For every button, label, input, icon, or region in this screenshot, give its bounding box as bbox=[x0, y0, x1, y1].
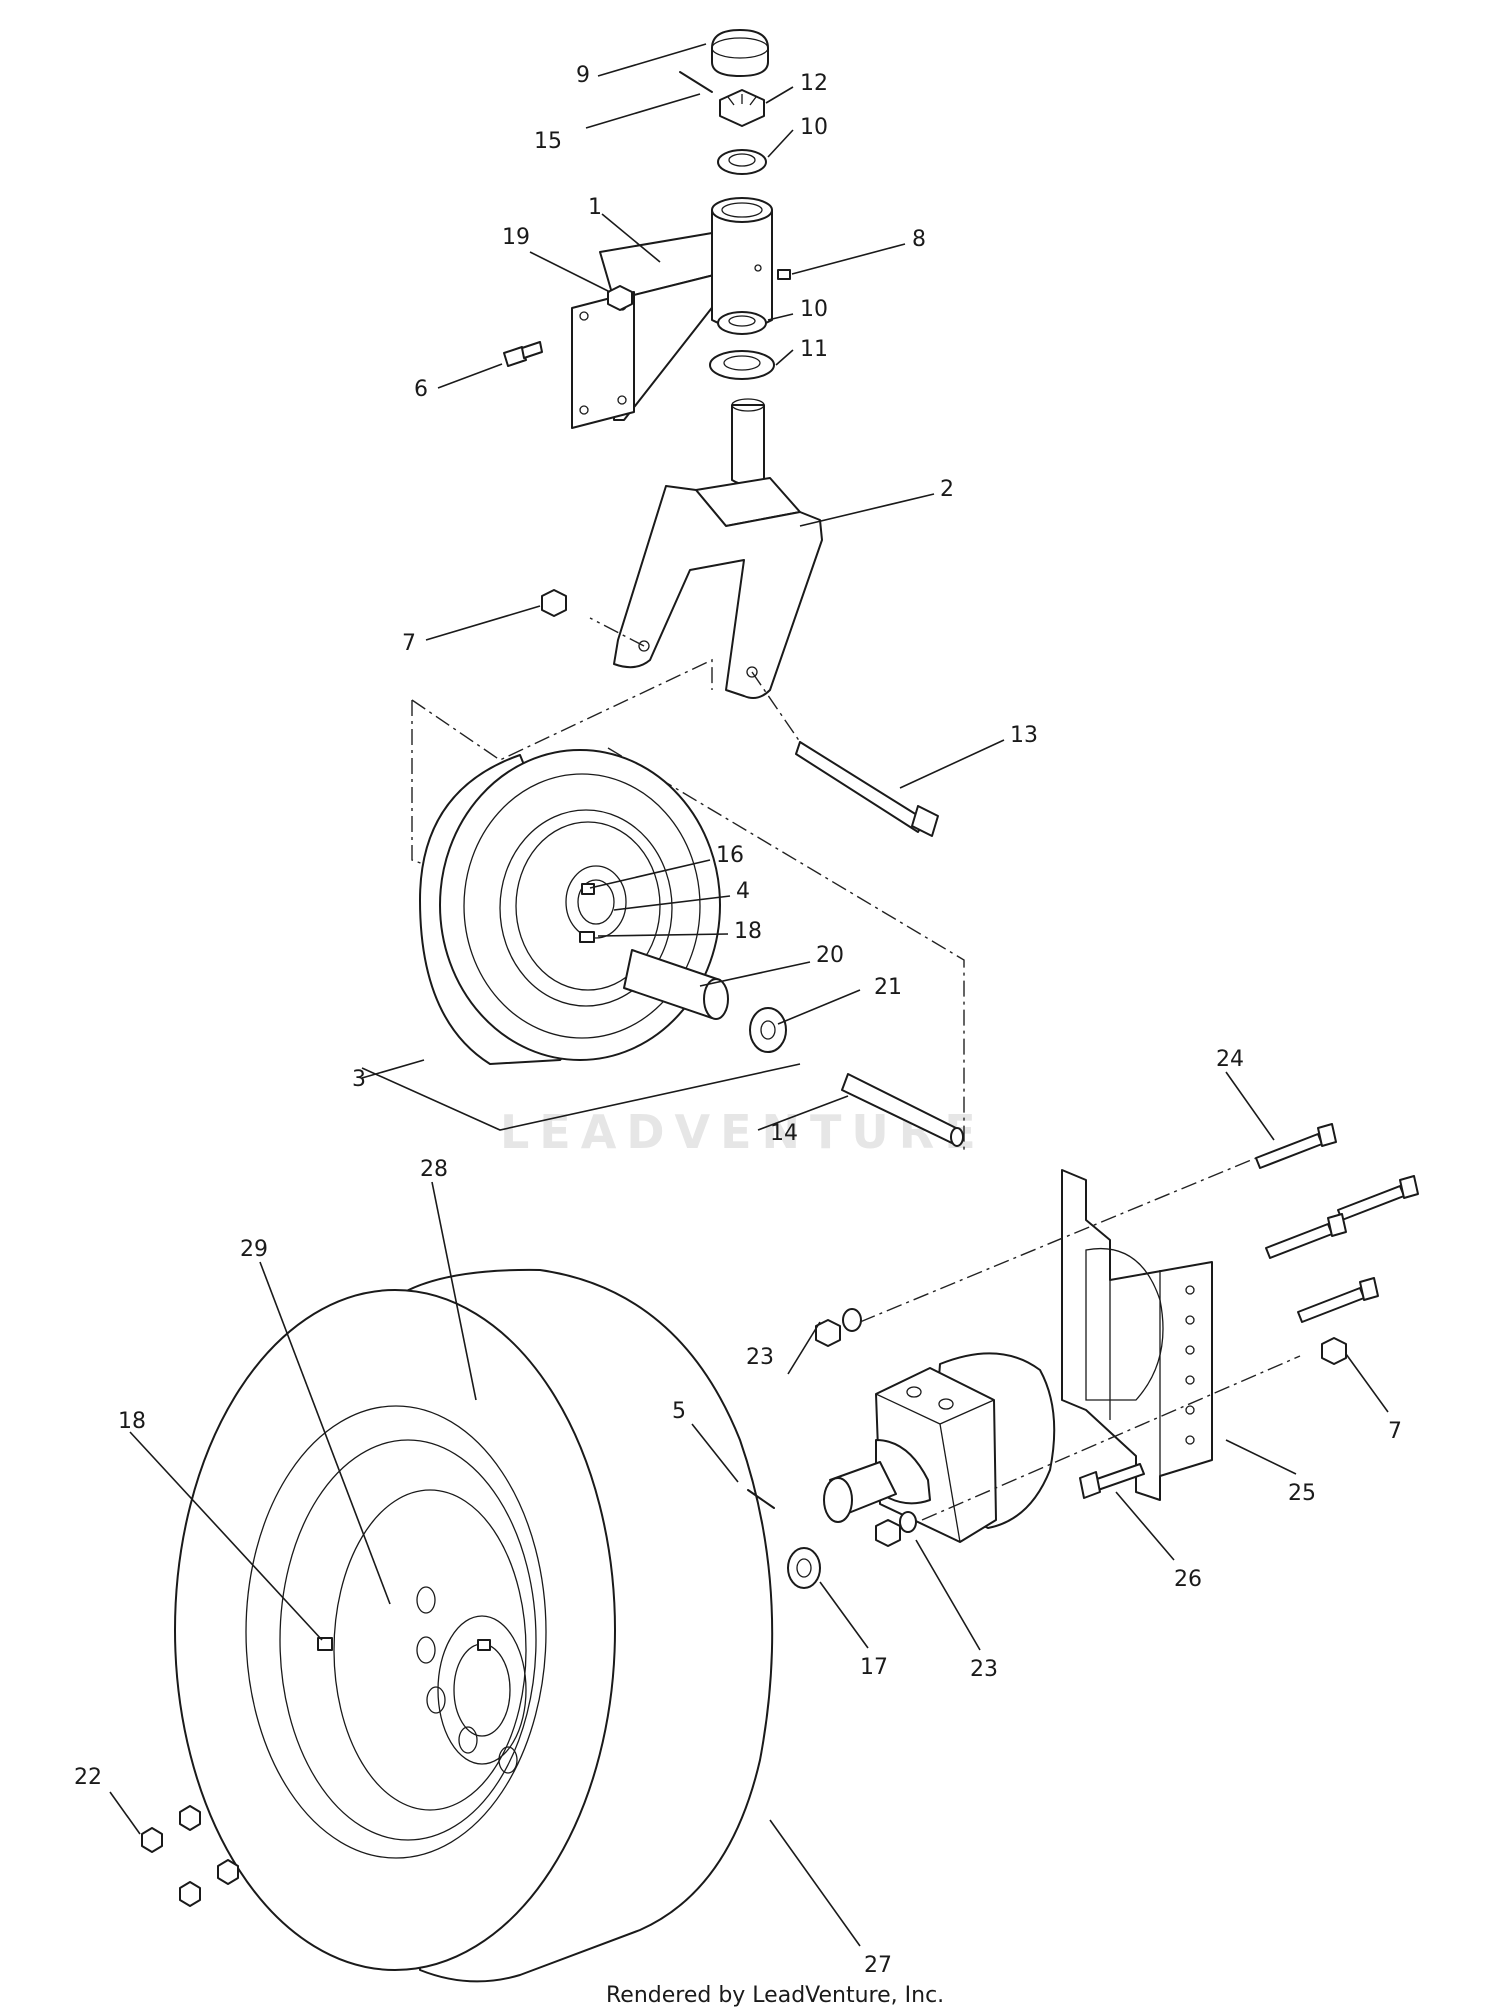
motor-bolt bbox=[1079, 1463, 1145, 1499]
callout-24: 24 bbox=[1216, 1047, 1244, 1072]
footer-credit: Rendered by LeadVenture, Inc. bbox=[606, 1983, 944, 2008]
caster-fork bbox=[613, 398, 823, 699]
caster-assembly bbox=[411, 29, 965, 1150]
axle-spacer bbox=[841, 1073, 964, 1147]
callout-17: 17 bbox=[860, 1655, 888, 1680]
callout-10-upper: 10 bbox=[800, 115, 828, 140]
callout-14: 14 bbox=[770, 1121, 798, 1146]
callout-29: 29 bbox=[240, 1237, 268, 1262]
callout-9: 9 bbox=[576, 63, 590, 88]
wheel-motor bbox=[823, 1352, 1056, 1543]
callout-25: 25 bbox=[1288, 1481, 1316, 1506]
callout-1: 1 bbox=[588, 195, 602, 220]
callout-labels: 9 12 15 10 1 8 19 10 11 6 2 7 13 16 4 18… bbox=[74, 63, 1402, 1978]
grease-fitting bbox=[777, 269, 791, 280]
callout-21: 21 bbox=[874, 975, 902, 1000]
callout-3: 3 bbox=[352, 1067, 366, 1092]
callout-15: 15 bbox=[534, 129, 562, 154]
motor-bracket bbox=[1061, 1169, 1213, 1501]
callout-18-drive: 18 bbox=[118, 1409, 146, 1434]
motor-nuts bbox=[815, 1308, 917, 1547]
callout-8: 8 bbox=[912, 227, 926, 252]
callout-4: 4 bbox=[736, 879, 750, 904]
callout-11: 11 bbox=[800, 337, 828, 362]
arm-nut bbox=[607, 285, 633, 311]
callout-23-lower: 23 bbox=[970, 1657, 998, 1682]
dust-cap bbox=[711, 29, 769, 77]
callout-23-upper: 23 bbox=[746, 1345, 774, 1370]
callout-5: 5 bbox=[672, 1399, 686, 1424]
seal bbox=[709, 350, 775, 380]
bracket-nut bbox=[1321, 1337, 1347, 1365]
callout-20: 20 bbox=[816, 943, 844, 968]
callout-26: 26 bbox=[1174, 1567, 1202, 1592]
callout-18-caster: 18 bbox=[734, 919, 762, 944]
leader-lines bbox=[109, 43, 1389, 1947]
drive-tire bbox=[174, 1268, 774, 1983]
caster-wheel bbox=[419, 749, 721, 1065]
callout-12: 12 bbox=[800, 71, 828, 96]
shaft-key bbox=[747, 1489, 775, 1509]
callout-6: 6 bbox=[414, 377, 428, 402]
callout-10-lower: 10 bbox=[800, 297, 828, 322]
fork-nut bbox=[541, 589, 567, 617]
callout-22: 22 bbox=[74, 1765, 102, 1790]
mount-bolt bbox=[503, 341, 543, 367]
callout-7-bracket: 7 bbox=[1388, 1419, 1402, 1444]
cotter-pin bbox=[679, 71, 713, 93]
bearing-upper bbox=[717, 149, 767, 175]
callout-13: 13 bbox=[1010, 723, 1038, 748]
callout-16: 16 bbox=[716, 843, 744, 868]
callout-27: 27 bbox=[864, 1953, 892, 1978]
callout-28: 28 bbox=[420, 1157, 448, 1182]
axle-bolt bbox=[795, 741, 939, 837]
callout-7-fork: 7 bbox=[402, 631, 416, 656]
drive-assembly bbox=[141, 1123, 1419, 1983]
lug-nuts bbox=[141, 1805, 239, 1907]
castle-nut bbox=[719, 89, 765, 127]
wheel-bearing bbox=[623, 949, 787, 1053]
callout-19: 19 bbox=[502, 225, 530, 250]
bearing-lower bbox=[717, 311, 767, 335]
callout-2: 2 bbox=[940, 477, 954, 502]
bracket-bolts bbox=[1255, 1123, 1419, 1323]
hub-washer bbox=[787, 1547, 821, 1589]
